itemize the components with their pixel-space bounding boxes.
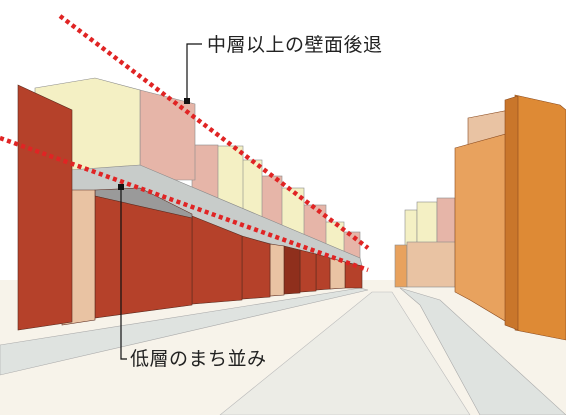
- right-distant-buildings: [394, 197, 456, 288]
- leader-lines: [120, 43, 202, 360]
- left-lowrise-facades: [17, 84, 363, 331]
- lowrise-streetscape-label: 低層のまち並み: [130, 348, 267, 370]
- right-building-edge: [504, 95, 519, 331]
- lowrise-block-front: [17, 84, 73, 331]
- far-right-low-1: [394, 244, 408, 288]
- right-near-buildings: [454, 94, 566, 341]
- lowrise-block-5: [269, 243, 285, 297]
- far-right-low-2: [406, 241, 456, 288]
- right-sidewalk: [399, 287, 566, 415]
- ground: [0, 280, 566, 415]
- lowrise-block-7: [299, 249, 317, 293]
- guide-lines: [0, 14, 370, 273]
- lower-callout-leader: [120, 188, 127, 360]
- upper-callout-leader: [186, 43, 202, 101]
- upper-setback-label: 中層以上の壁面後退: [207, 34, 383, 56]
- lower-leader-dot: [118, 184, 124, 190]
- lowrise-block-6: [283, 245, 301, 295]
- right-building-front-face: [514, 94, 566, 341]
- lowrise-guide-line: [0, 135, 369, 273]
- lowrise-block-8: [315, 253, 331, 291]
- upper-leader-dot: [184, 98, 190, 104]
- lowrise-block-9: [329, 257, 346, 290]
- road-center: [219, 291, 471, 415]
- left-sidewalk: [0, 287, 369, 376]
- lowrise-block-4: [241, 235, 271, 300]
